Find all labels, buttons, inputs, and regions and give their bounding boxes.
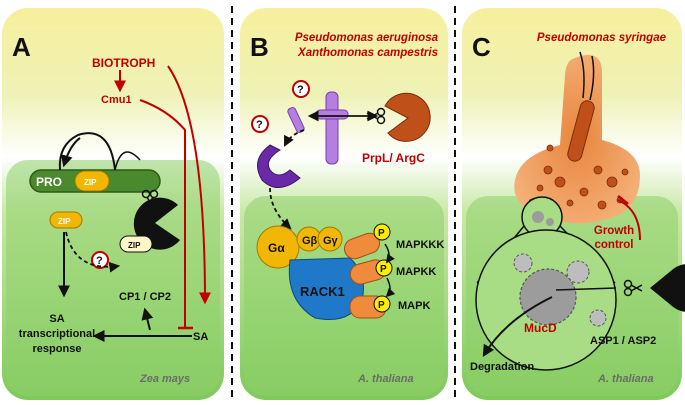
growth-control-line [617, 199, 641, 241]
g-gamma-icon [317, 226, 343, 252]
question-mark-a: ? [96, 255, 103, 267]
cleavage-arc-tail [114, 151, 141, 171]
question-mark-b-1: ? [297, 84, 304, 96]
cp-label: CP1 / CP2 [119, 291, 171, 303]
zip-label-precursor: ZIP [84, 178, 97, 187]
pathogen-b-1: Pseudomonas aeruginosa [295, 32, 439, 44]
receptor-icon [325, 91, 339, 165]
cp-arrow [141, 307, 154, 331]
response-line-1: SA [49, 313, 64, 325]
degradation-arrow [482, 296, 553, 358]
growth-control-bar [617, 195, 629, 205]
prpl-protease-icon [384, 92, 431, 142]
zoom-small-dot-2 [546, 218, 554, 226]
mapkkk-group: P MAPKKK [343, 223, 444, 260]
biotroph-to-sa-arrow [167, 65, 211, 305]
phospho-badge-2 [375, 259, 393, 277]
question-badge-b-2 [251, 115, 269, 133]
fragment-dashed-arrow [284, 129, 305, 147]
panel-a-letter: A [12, 32, 31, 62]
mapkkk-to-mapkk-arrow [384, 243, 395, 264]
panel-b-letter: B [250, 32, 269, 62]
growth-label-2: control [595, 239, 634, 251]
mapk-group: P MAPK [349, 295, 430, 319]
zip-label-cleaved: ZIP [58, 217, 71, 226]
question-badge-b-1 [292, 80, 310, 98]
panel-a: A BIOTROPH Cmu1 PRO ZIP ZIP ZIP [2, 8, 224, 400]
asp-protease-icon [650, 264, 685, 312]
mapk-label: MAPK [398, 300, 430, 312]
p-label-2: P [380, 264, 387, 275]
bacterium-icon [567, 100, 595, 162]
pro-label: PRO [36, 175, 62, 189]
panel-a-cell [6, 160, 220, 396]
receptor-crossbar [315, 109, 349, 120]
biotroph-label: BIOTROPH [92, 56, 155, 70]
c-shaped-protein-icon [257, 144, 301, 188]
cmu1-label: Cmu1 [101, 94, 132, 106]
p-label-1: P [378, 228, 385, 239]
g-gamma-label: Gγ [323, 235, 339, 247]
g-alpha-label: Gα [268, 241, 285, 255]
species-b: A. thaliana [357, 373, 414, 385]
mucd-vesicle [519, 268, 577, 326]
degradation-label: Degradation [470, 361, 534, 373]
mapkk-label: MAPKK [396, 266, 436, 278]
pathogen-c: Pseudomonas syringae [537, 32, 667, 44]
growth-label-1: Growth [594, 225, 634, 237]
question-badge-a [91, 251, 109, 269]
panel-c-letter: C [472, 32, 491, 62]
phospho-badge-3 [373, 295, 391, 313]
cmu1-inhibition-line [139, 99, 186, 328]
zip-bound [119, 235, 153, 253]
mapkkk-label: MAPKKK [396, 239, 444, 251]
cleavage-arc-head [61, 137, 81, 168]
prpl-label: PrpL/ ArgC [362, 151, 425, 165]
zip-cleaved [49, 211, 83, 229]
zip-domain [74, 170, 110, 192]
flagellum-2 [589, 55, 595, 101]
mapkk-group: P MAPKK [349, 259, 436, 285]
zip-label-bound: ZIP [128, 241, 141, 250]
panel-c: C Pseudomonas syringae Growth control Mu… [462, 8, 685, 400]
asp-cleavage-line [555, 287, 617, 291]
species-c: A. thaliana [597, 373, 654, 385]
response-line-2: transcriptional [19, 328, 95, 340]
zoom-small-dot-1 [532, 211, 544, 223]
g-beta-label: Gβ [302, 235, 318, 247]
mucd-label: MucD [524, 321, 557, 335]
scissors-icon-c [623, 279, 643, 297]
mapkk-to-mapk-arrow [385, 277, 396, 298]
response-line-3: response [33, 343, 82, 355]
cleavage-arc [58, 132, 116, 171]
scissors-icon-b [366, 107, 386, 125]
flagellum-1 [579, 51, 585, 99]
g-alpha-icon [256, 225, 300, 269]
vesicle-small-1 [513, 253, 533, 273]
vesicle-small-2 [566, 260, 590, 284]
rack1-label: RACK1 [300, 284, 345, 299]
sa-label: SA [193, 331, 208, 343]
pathogen-b-2: Xanthomonas campestris [297, 47, 438, 59]
zip-to-protease-dashed-arrow [65, 231, 121, 273]
species-a: Zea mays [139, 373, 190, 385]
p-label-3: P [378, 300, 385, 311]
vesicle-small-3 [589, 309, 607, 327]
phospho-badge-1 [373, 223, 391, 241]
question-mark-b-2: ? [256, 119, 263, 131]
to-rack1-dashed-arrow [269, 187, 292, 230]
asp-label: ASP1 / ASP2 [590, 335, 656, 347]
panel-b: B Pseudomonas aeruginosa Xanthomonas cam… [240, 8, 448, 400]
